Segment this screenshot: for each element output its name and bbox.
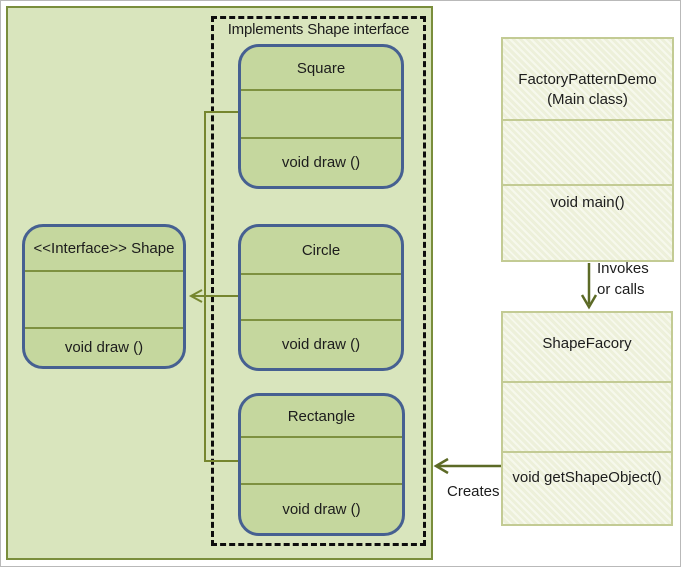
implements-group-label: Implements Shape interface — [227, 21, 410, 38]
shape-interface-title: <<Interface>> Shape — [33, 240, 175, 257]
invokes-label-line2: or calls — [597, 281, 645, 298]
factory-pattern-demo-attributes-section — [503, 119, 672, 184]
creates-arrowhead — [433, 457, 449, 475]
circle-class: Circle void draw () — [238, 224, 404, 371]
rectangle-class-method: void draw () — [241, 483, 402, 533]
circle-class-title: Circle — [301, 241, 341, 259]
circle-class-method: void draw () — [241, 319, 401, 368]
shape-factory-method: void getShapeObject() — [503, 451, 671, 524]
factory-pattern-demo-class: FactoryPatternDemo (Main class) void mai… — [501, 37, 674, 262]
square-class: Square void draw () — [238, 44, 404, 189]
rectangle-class-title: Rectangle — [287, 407, 356, 425]
square-class-title: Square — [296, 59, 346, 77]
circle-class-attributes-section — [241, 273, 401, 319]
invokes-arrowhead — [580, 294, 598, 310]
shape-factory-class: ShapeFacory void getShapeObject() — [501, 311, 673, 526]
shape-interface-attributes-section — [25, 270, 183, 327]
factory-pattern-demo-method: void main() — [503, 184, 672, 260]
creates-label: Creates — [447, 483, 500, 500]
factory-pattern-demo-title-line2: (Main class) — [547, 91, 628, 108]
square-class-method: void draw () — [241, 137, 401, 186]
factory-pattern-demo-title: FactoryPatternDemo (Main class) — [503, 39, 672, 119]
shape-interface-class: <<Interface>> Shape void draw () — [22, 224, 186, 369]
shape-factory-attributes-section — [503, 381, 671, 451]
factory-pattern-demo-title-line1: FactoryPatternDemo — [518, 71, 657, 88]
square-class-attributes-section — [241, 89, 401, 137]
shape-factory-title: ShapeFacory — [542, 335, 632, 352]
rectangle-class-attributes-section — [241, 436, 402, 483]
shape-interface-method: void draw () — [25, 327, 183, 366]
invokes-label-line1: Invokes — [597, 260, 649, 277]
rectangle-class: Rectangle void draw () — [238, 393, 405, 536]
